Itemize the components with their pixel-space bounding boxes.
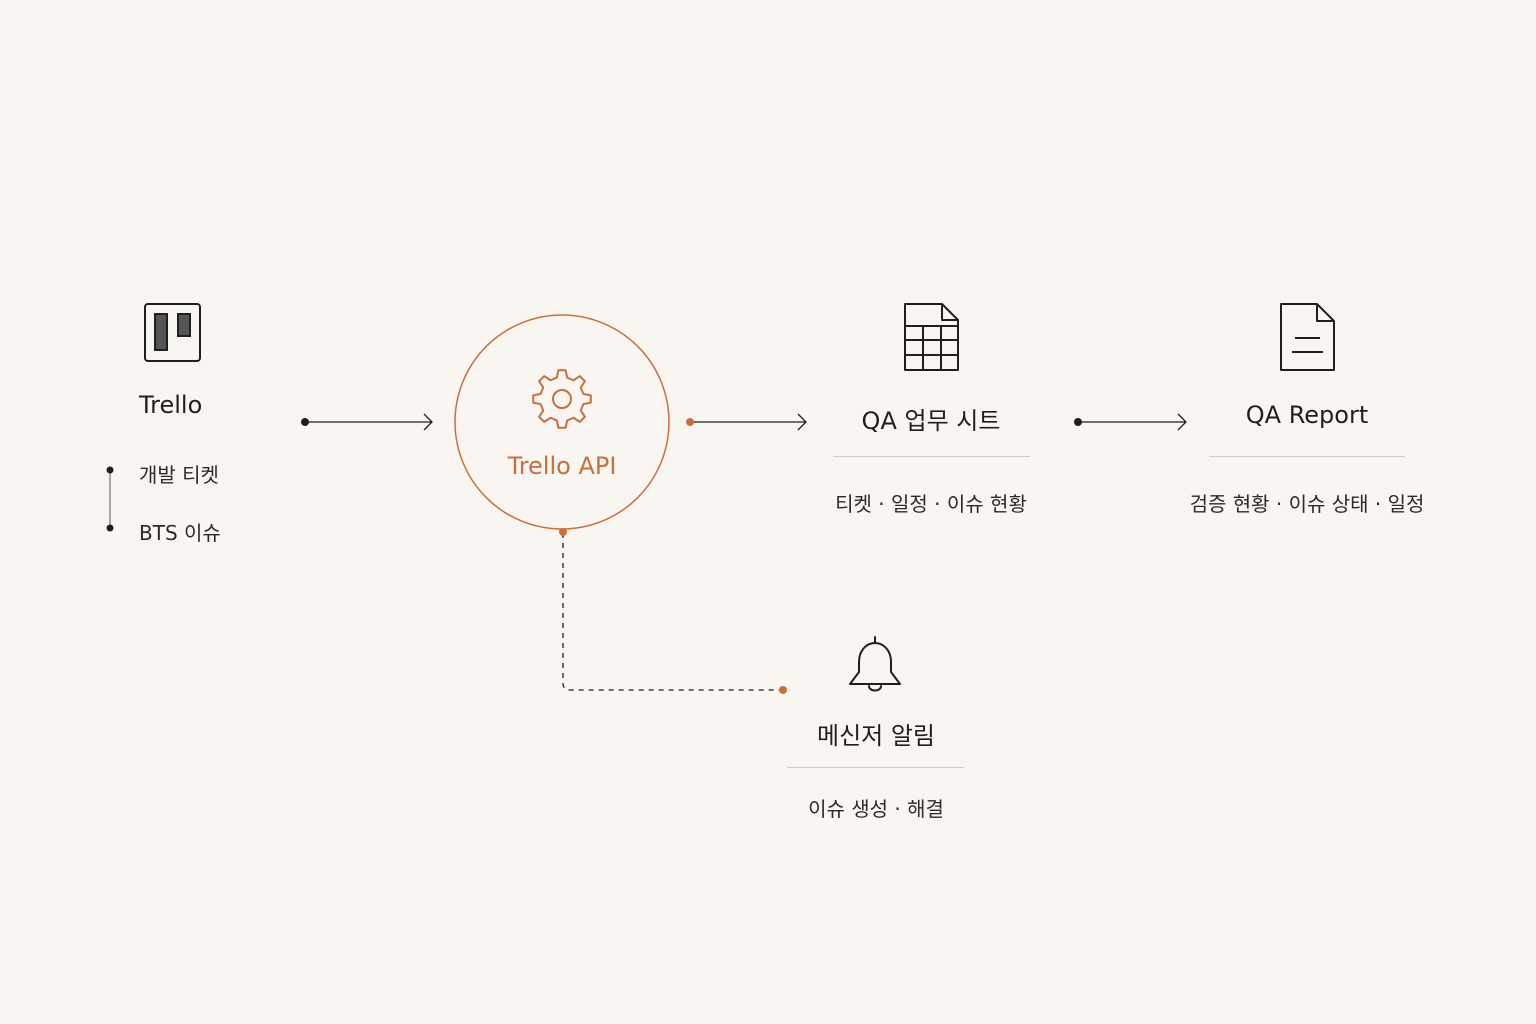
- trello-board-icon: [144, 303, 201, 362]
- alert-detail: 이슈 생성 · 해결: [808, 797, 944, 821]
- trello-title: Trello: [139, 391, 203, 419]
- alert-title: 메신저 알림: [816, 722, 936, 750]
- trello-item-bts-issue: BTS 이슈: [139, 521, 221, 545]
- sheet-title: QA 업무 시트: [861, 407, 1001, 435]
- arrow-sheet-to-report: [1074, 413, 1187, 431]
- report-detail: 검증 현황 · 이슈 상태 · 일정: [1189, 492, 1425, 516]
- arrow-trello-to-api: [301, 413, 433, 431]
- api-title: Trello API: [507, 452, 617, 480]
- alert-connector-dot: [779, 686, 787, 694]
- api-bottom-dot: [559, 528, 567, 536]
- alert-divider: [787, 767, 964, 768]
- spreadsheet-file-icon: [904, 303, 959, 371]
- sheet-divider: [833, 456, 1030, 457]
- report-divider: [1209, 456, 1405, 457]
- sheet-detail: 티켓 · 일정 · 이슈 현황: [835, 492, 1027, 516]
- api-node-circle: [454, 314, 670, 530]
- trello-item-dev-ticket: 개발 티켓: [139, 463, 219, 487]
- document-file-icon: [1280, 303, 1335, 371]
- dashed-connector-api-to-alert: [562, 533, 782, 691]
- arrow-api-to-sheet: [686, 413, 807, 431]
- gear-icon: [532, 369, 592, 429]
- trello-bullet-connector: [106, 466, 114, 532]
- report-title: QA Report: [1245, 401, 1369, 429]
- bell-icon: [849, 636, 901, 692]
